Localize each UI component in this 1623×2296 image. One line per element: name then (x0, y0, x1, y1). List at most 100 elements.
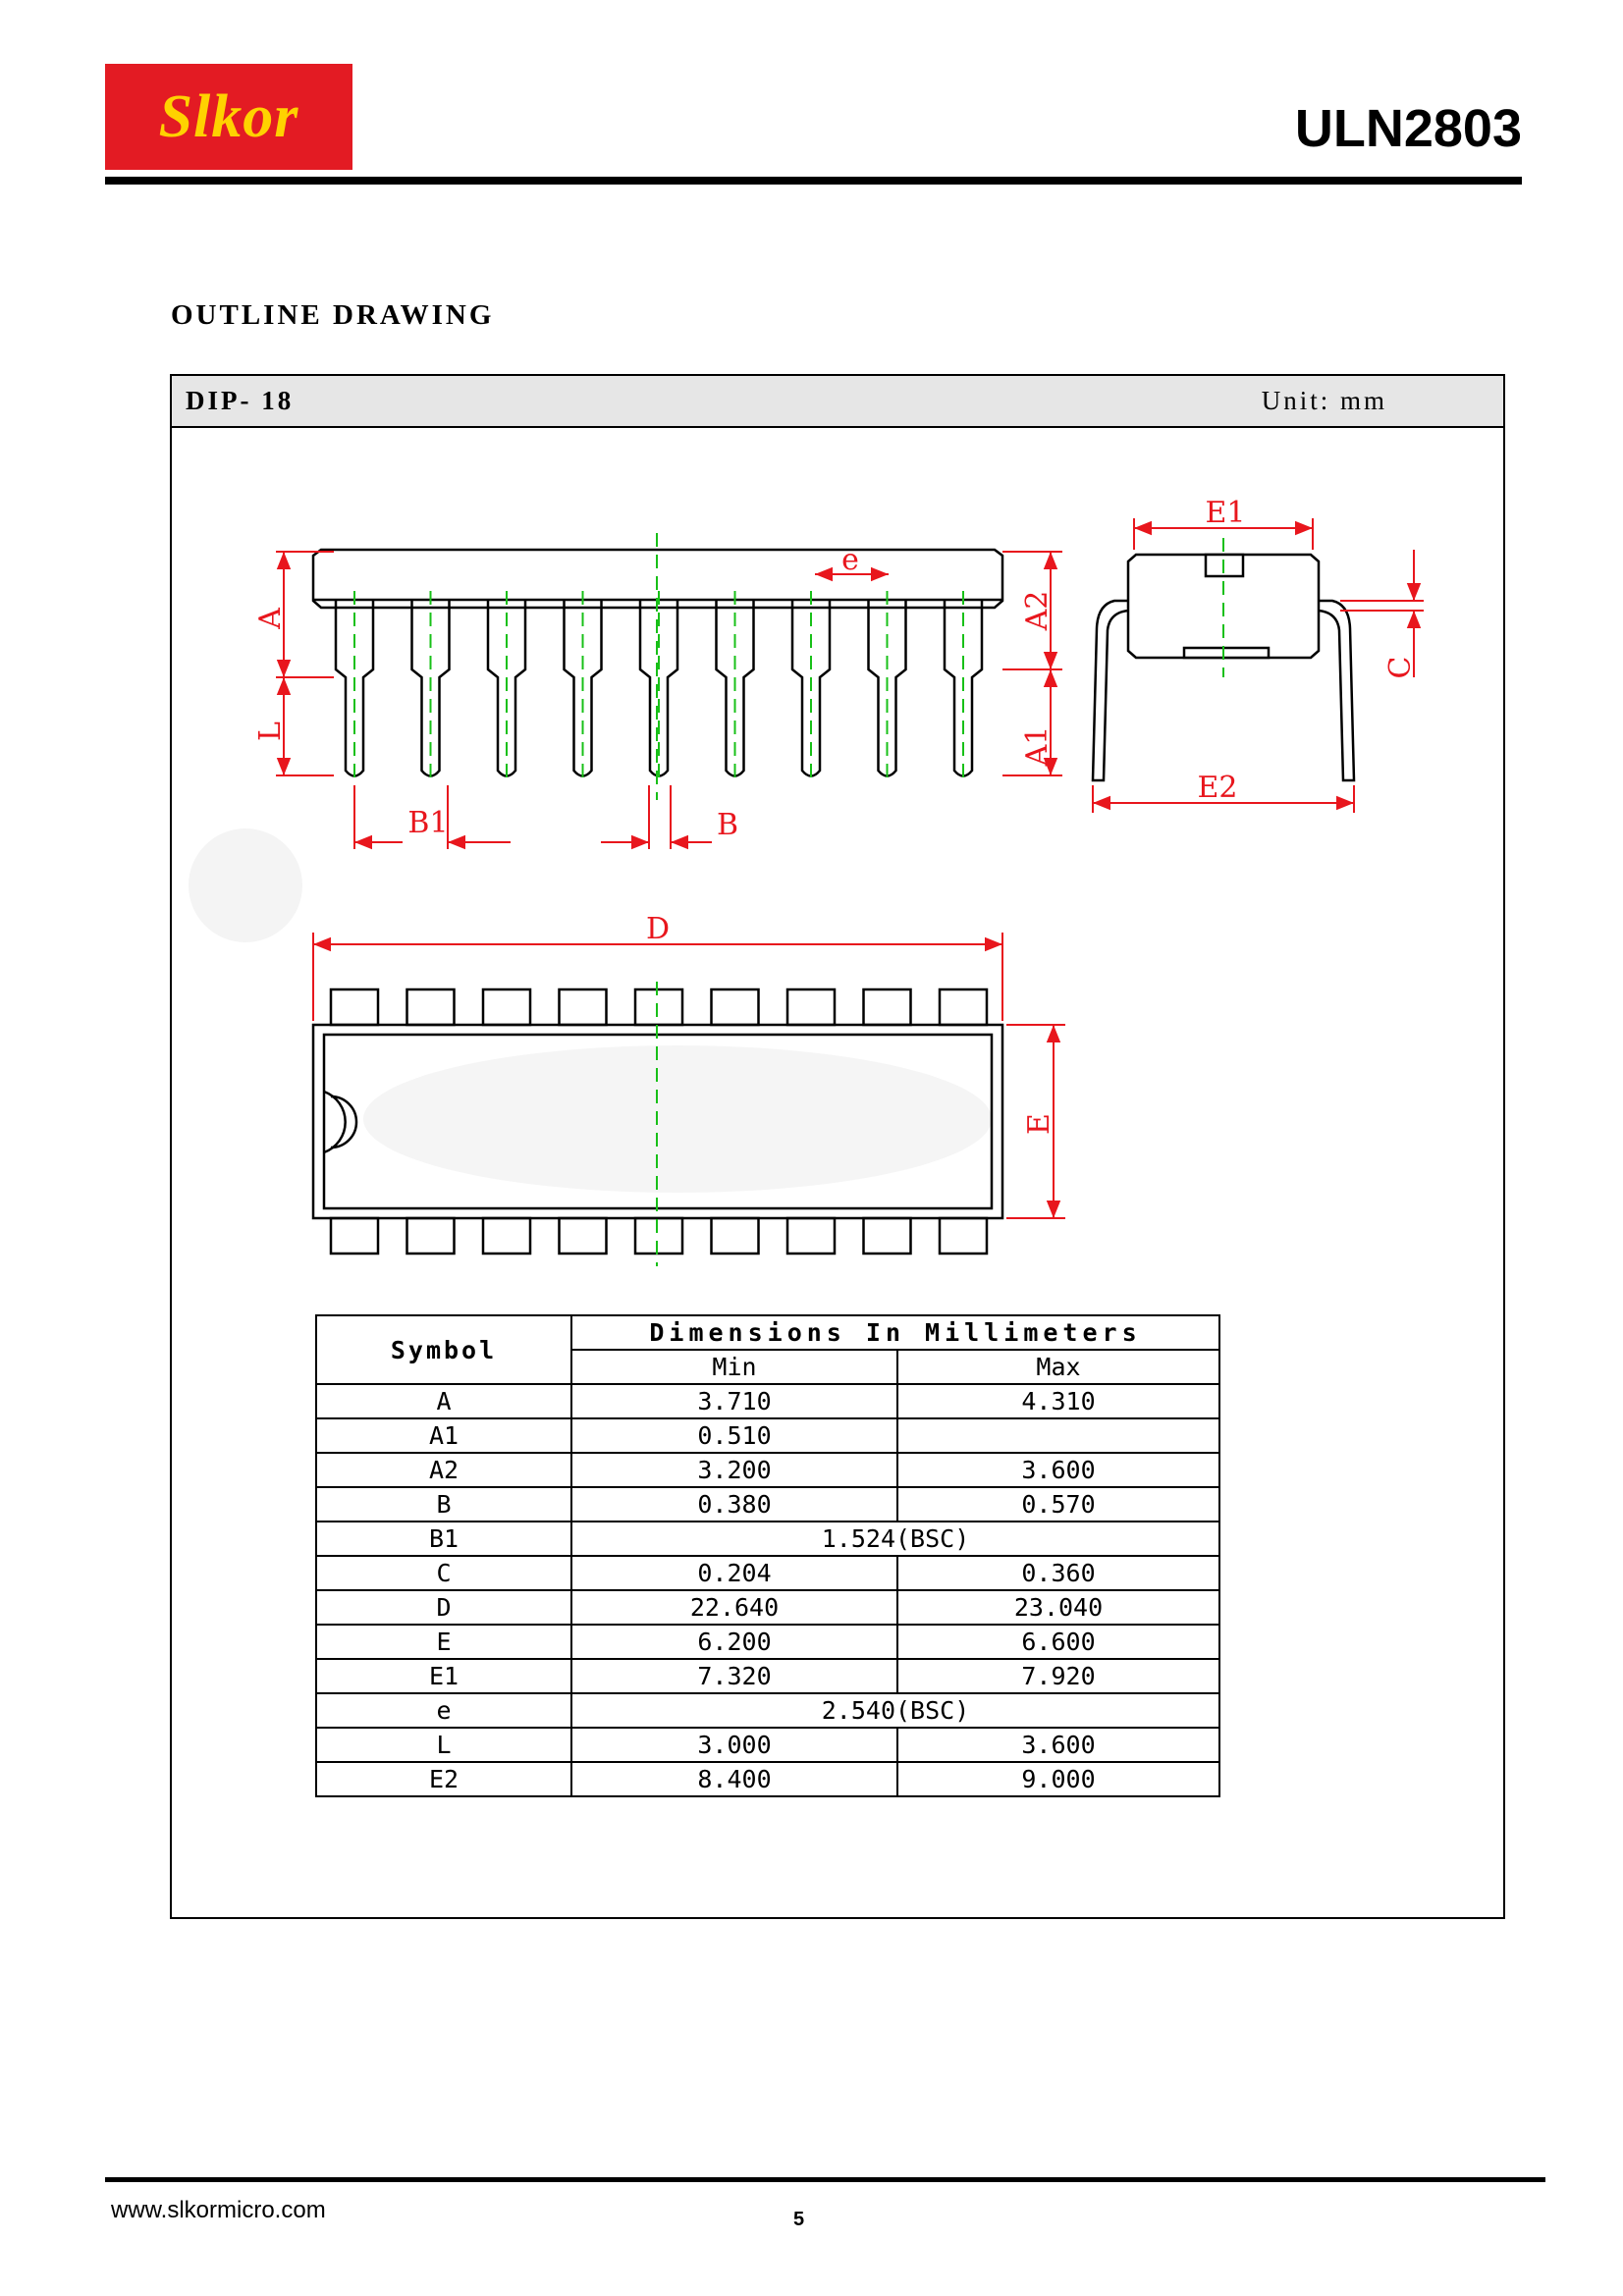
top-view-dimensions (312, 933, 1065, 1219)
page-number: 5 (793, 2209, 805, 2230)
symbol-header: Symbol (315, 1314, 572, 1385)
symbol-cell: L (315, 1727, 572, 1763)
pin-pad (329, 988, 380, 1027)
pin-pad (785, 1216, 837, 1255)
dim-label-A: A (253, 608, 288, 630)
symbol-cell: D (315, 1589, 572, 1626)
pin-centerlines (353, 533, 964, 800)
pin-pad (710, 988, 760, 1027)
symbol-cell: A2 (315, 1452, 572, 1488)
pin-pad (862, 1216, 912, 1255)
symbol-cell: C (315, 1555, 572, 1591)
pin-pad (558, 1216, 608, 1255)
header-rule (105, 177, 1522, 185)
scan-smudge (189, 828, 302, 942)
min-value-cell: 3.710 (570, 1383, 898, 1419)
dimensions-table: Symbol Dimensions In Millimeters Min Max… (315, 1314, 1220, 1797)
pin-pad (785, 988, 837, 1027)
dim-label-C: C (1383, 657, 1418, 679)
dim-label-D: D (646, 912, 670, 946)
logo-text: Slkor (158, 82, 299, 150)
pin-pad (558, 988, 608, 1027)
symbol-cell: B (315, 1486, 572, 1522)
max-value-cell: 0.360 (896, 1555, 1220, 1591)
end-view-labels: E1 E2 C (1198, 496, 1419, 805)
table-title: Dimensions In Millimeters (570, 1314, 1220, 1351)
dim-label-B: B (717, 808, 738, 842)
min-value-cell: 6.200 (570, 1624, 898, 1660)
max-value-cell (896, 1417, 1220, 1454)
symbol-cell: B1 (315, 1521, 572, 1557)
min-value-cell: 0.204 (570, 1555, 898, 1591)
front-view-labels: A L e A2 A1 B1 B (253, 543, 1055, 842)
front-view-dimensions (276, 551, 1062, 850)
min-value-cell: 3.200 (570, 1452, 898, 1488)
frame-header: DIP- 18 Unit: mm (172, 376, 1503, 428)
max-value-cell: 3.600 (896, 1452, 1220, 1488)
max-value-cell: 7.920 (896, 1658, 1220, 1694)
pin-pad (938, 988, 989, 1027)
bsc-value-cell: 1.524(BSC) (570, 1521, 1220, 1557)
pin-pad (633, 1216, 684, 1255)
dim-label-e: e (841, 543, 859, 577)
footer-url[interactable]: www.slkormicro.com (111, 2197, 326, 2223)
dim-label-L: L (253, 721, 288, 741)
scan-smudge (363, 1045, 992, 1193)
section-title: OUTLINE DRAWING (171, 299, 495, 331)
symbol-cell: E2 (315, 1761, 572, 1797)
dim-label-E1: E1 (1206, 496, 1246, 530)
part-number: ULN2803 (1294, 99, 1522, 158)
pin-pad (406, 988, 456, 1027)
max-value-cell: 6.600 (896, 1624, 1220, 1660)
max-value-cell: 9.000 (896, 1761, 1220, 1797)
outline-drawing-frame: DIP- 18 Unit: mm (170, 374, 1505, 1919)
pin-pad (329, 1216, 380, 1255)
min-value-cell: 22.640 (570, 1589, 898, 1626)
bsc-value-cell: 2.540(BSC) (570, 1692, 1220, 1729)
symbol-cell: E1 (315, 1658, 572, 1694)
top-pins (329, 988, 989, 1255)
max-value-cell: 3.600 (896, 1727, 1220, 1763)
pin-pad (710, 1216, 760, 1255)
max-value-cell: 0.570 (896, 1486, 1220, 1522)
pin-pad (481, 988, 532, 1027)
symbol-cell: e (315, 1692, 572, 1729)
dim-label-E: E (1022, 1113, 1056, 1135)
pin-pad (862, 988, 912, 1027)
symbol-cell: E (315, 1624, 572, 1660)
min-value-cell: 0.510 (570, 1417, 898, 1454)
top-view-labels: D E (646, 912, 1056, 1135)
symbol-cell: A (315, 1383, 572, 1419)
max-header: Max (896, 1349, 1220, 1385)
symbol-cell: A1 (315, 1417, 572, 1454)
end-view-dimensions (1092, 518, 1424, 813)
min-value-cell: 3.000 (570, 1727, 898, 1763)
unit-label: Unit: mm (1261, 386, 1387, 415)
max-value-cell: 23.040 (896, 1589, 1220, 1626)
pin-pad (633, 988, 684, 1027)
pin-pad (406, 1216, 456, 1255)
package-name: DIP- 18 (186, 386, 295, 415)
brand-logo: Slkor (105, 64, 352, 170)
pin-pad (938, 1216, 989, 1255)
dim-label-A2: A2 (1020, 591, 1055, 632)
min-value-cell: 8.400 (570, 1761, 898, 1797)
dim-label-B1: B1 (407, 806, 448, 840)
min-header: Min (570, 1349, 898, 1385)
dim-label-A1: A1 (1020, 726, 1055, 768)
max-value-cell: 4.310 (896, 1383, 1220, 1419)
min-value-cell: 0.380 (570, 1486, 898, 1522)
